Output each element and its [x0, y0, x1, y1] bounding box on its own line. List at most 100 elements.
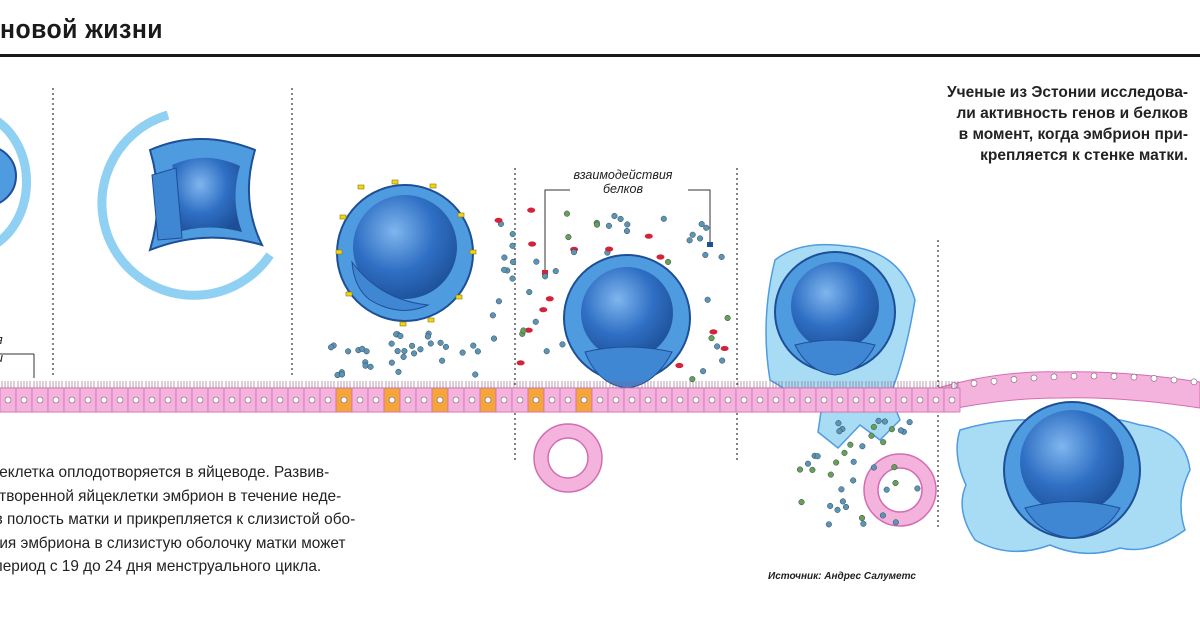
protein-particle — [870, 464, 877, 471]
protein-particle — [624, 221, 631, 228]
stage-3-embryo — [336, 184, 474, 322]
label-line: белков — [603, 182, 643, 196]
protein-particle — [714, 343, 721, 350]
cell-nucleus — [564, 396, 572, 404]
protein-particle — [524, 327, 533, 333]
protein-particle — [796, 466, 804, 473]
cell-nucleus — [244, 396, 252, 404]
protein-particle — [345, 348, 352, 355]
cell-nucleus — [20, 396, 28, 404]
protein-particle — [697, 235, 704, 242]
cell-nucleus — [532, 396, 540, 404]
protein-particle — [720, 345, 729, 352]
protein-particle — [565, 234, 572, 241]
cell-nucleus — [196, 396, 204, 404]
protein-particle — [834, 506, 841, 513]
protein-particle — [841, 449, 848, 456]
protein-particle — [698, 221, 705, 228]
cell-nucleus — [68, 396, 76, 404]
uterine-gland-1 — [533, 423, 603, 493]
protein-particle — [644, 233, 653, 239]
inner-cell-mass — [794, 339, 876, 376]
microvilli — [1, 381, 959, 388]
cell-nucleus — [852, 396, 860, 404]
protein-particle — [394, 348, 401, 355]
protein-particle — [891, 464, 898, 471]
protein-particle — [665, 258, 672, 265]
protein-particle — [708, 335, 715, 342]
protein-particle — [719, 357, 726, 364]
protein-particle — [552, 268, 559, 275]
protein-particle — [827, 502, 834, 509]
blastocyst-cavity — [581, 267, 673, 359]
cell-nucleus — [484, 396, 492, 404]
cell-nucleus — [436, 396, 444, 404]
cell-nucleus — [468, 396, 476, 404]
protein-particle — [528, 241, 537, 247]
cell-nucleus — [1070, 372, 1078, 380]
protein-particle — [875, 417, 882, 424]
protein-particle — [892, 479, 899, 487]
protein-particle — [533, 258, 540, 265]
protein-particle — [563, 210, 570, 217]
cell-nucleus — [52, 396, 60, 404]
protein-particle — [442, 343, 449, 350]
protein-particle — [686, 237, 693, 244]
protein-particle — [836, 428, 843, 435]
cell-nucleus — [1190, 378, 1198, 386]
body-line: йцеклетка оплодотворяется в яйцеводе. Ра… — [0, 464, 330, 481]
halo-arc — [97, 110, 274, 300]
protein-particle — [411, 350, 418, 357]
protein-particle — [870, 423, 877, 430]
cell-nucleus — [990, 378, 998, 385]
cell-nucleus — [260, 396, 268, 404]
protein-particle — [888, 426, 895, 433]
protein-particle — [520, 327, 527, 334]
cell-nucleus — [820, 396, 828, 404]
cell-nucleus — [836, 396, 844, 404]
protein-particle — [859, 443, 866, 450]
protein-particle — [724, 314, 731, 322]
protein-particle — [501, 266, 508, 273]
cell-nucleus — [212, 396, 220, 404]
cell-nucleus — [388, 396, 396, 404]
intro-text: Ученые из Эстонии исследова- ли активнос… — [947, 82, 1188, 166]
protein-particle — [914, 485, 921, 492]
protein-particle — [656, 254, 665, 260]
protein-particle — [532, 318, 539, 325]
cell-nucleus — [740, 396, 748, 404]
protein-particle — [509, 258, 517, 265]
cell-nucleus — [324, 396, 332, 404]
protein-particle — [617, 215, 624, 222]
cell-nucleus — [804, 396, 812, 404]
cell-nucleus — [884, 396, 892, 404]
body-line: в период с 19 до 24 дня менструального ц… — [0, 558, 322, 575]
protein-particle — [703, 224, 710, 231]
protein-particle — [814, 453, 821, 460]
receptor-markers — [335, 179, 477, 327]
cell-nucleus — [228, 396, 236, 404]
cell-nucleus — [452, 396, 460, 404]
cell-nucleus — [1130, 373, 1138, 381]
cell-nucleus — [708, 396, 716, 404]
stage-1-embryo — [0, 117, 32, 247]
protein-particle — [542, 273, 549, 280]
protein-particle — [395, 368, 402, 375]
protein-particle — [424, 333, 431, 340]
protein-particle — [494, 217, 503, 223]
cell-nucleus — [1150, 375, 1158, 382]
cell-nucleus — [756, 396, 764, 404]
protein-particle — [835, 420, 842, 427]
cell-nucleus — [1110, 373, 1118, 380]
protein-particle — [570, 249, 578, 256]
protein-interaction-label: взаимодействия белков — [568, 168, 678, 196]
protein-particle — [709, 329, 718, 335]
cell-nucleus — [84, 396, 92, 404]
protein-particle — [501, 254, 508, 261]
protein-particle — [660, 215, 667, 222]
cell-nucleus — [500, 396, 508, 404]
cell-nucleus — [676, 396, 684, 404]
protein-particle — [718, 253, 725, 260]
protein-particle — [526, 289, 533, 296]
protein-particle — [883, 486, 890, 493]
